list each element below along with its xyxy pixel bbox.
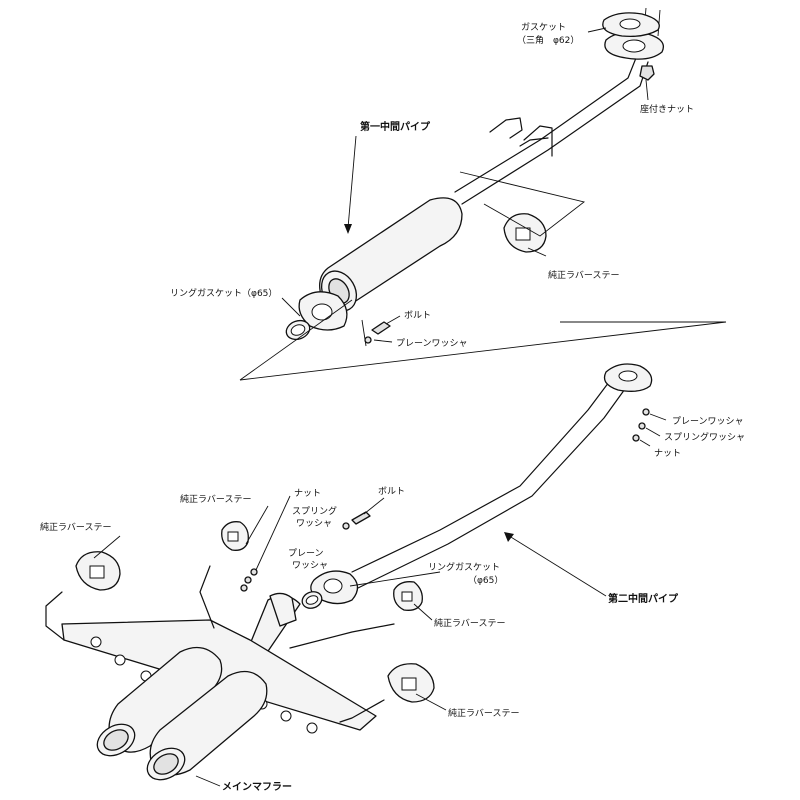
label-bolt-upper: ボルト [404, 310, 431, 321]
rubber-stay-lower [387, 663, 435, 703]
label-spring-washer-mid-2: ワッシャ [296, 519, 332, 529]
mid-fasteners [240, 511, 371, 592]
labels: ガスケット （三角 φ62） 座付きナット 第一中間パイプ 純正ラバーステー リ… [40, 22, 745, 793]
label-bolt-mid: ボルト [378, 486, 405, 497]
label-stock-rubber-stay-lower: 純正ラバーステー [448, 707, 519, 719]
label-plain-washer-upper: プレーンワッシャ [396, 338, 468, 349]
label-gasket-triangle-2: （三角 φ62） [517, 34, 579, 46]
label-ring-gasket-65-lower-2: （φ65） [468, 575, 503, 586]
label-seat-nut: 座付きナット [640, 103, 694, 115]
label-nut-right: ナット [654, 448, 681, 459]
label-stock-rubber-stay-right: 純正ラバーステー [434, 617, 505, 629]
label-ring-gasket-65-upper: リングガスケット（φ65） [170, 287, 277, 299]
label-plain-washer-mid-1: プレーン [288, 548, 324, 559]
leader-lines [93, 27, 667, 787]
label-stock-rubber-stay-mid: 純正ラバーステー [180, 493, 251, 505]
rubber-stay-upper [503, 213, 547, 253]
label-main-muffler: メインマフラー [222, 781, 292, 793]
first-mid-pipe [285, 7, 665, 347]
connection-outline [459, 171, 586, 237]
label-stock-rubber-stay-upper: 純正ラバーステー [548, 269, 619, 281]
label-spring-washer-right: スプリングワッシャ [664, 431, 745, 443]
label-gasket-triangle-1: ガスケット [521, 22, 566, 33]
rubber-stay-right [393, 581, 423, 611]
main-muffler [45, 565, 395, 781]
label-ring-gasket-65-lower-1: リングガスケット [428, 561, 500, 573]
label-second-mid-pipe: 第二中間パイプ [608, 592, 679, 605]
label-plain-washer-mid-2: ワッシャ [292, 561, 328, 571]
rubber-stay-mid [221, 521, 249, 551]
label-first-mid-pipe: 第一中間パイプ [360, 120, 431, 133]
label-stock-rubber-stay-left: 純正ラバーステー [40, 521, 111, 533]
rubber-stay-left [75, 551, 121, 591]
label-nut-mid: ナット [294, 488, 321, 499]
label-plain-washer-right: プレーンワッシャ [672, 416, 744, 427]
label-spring-washer-mid-1: スプリング [292, 505, 337, 517]
